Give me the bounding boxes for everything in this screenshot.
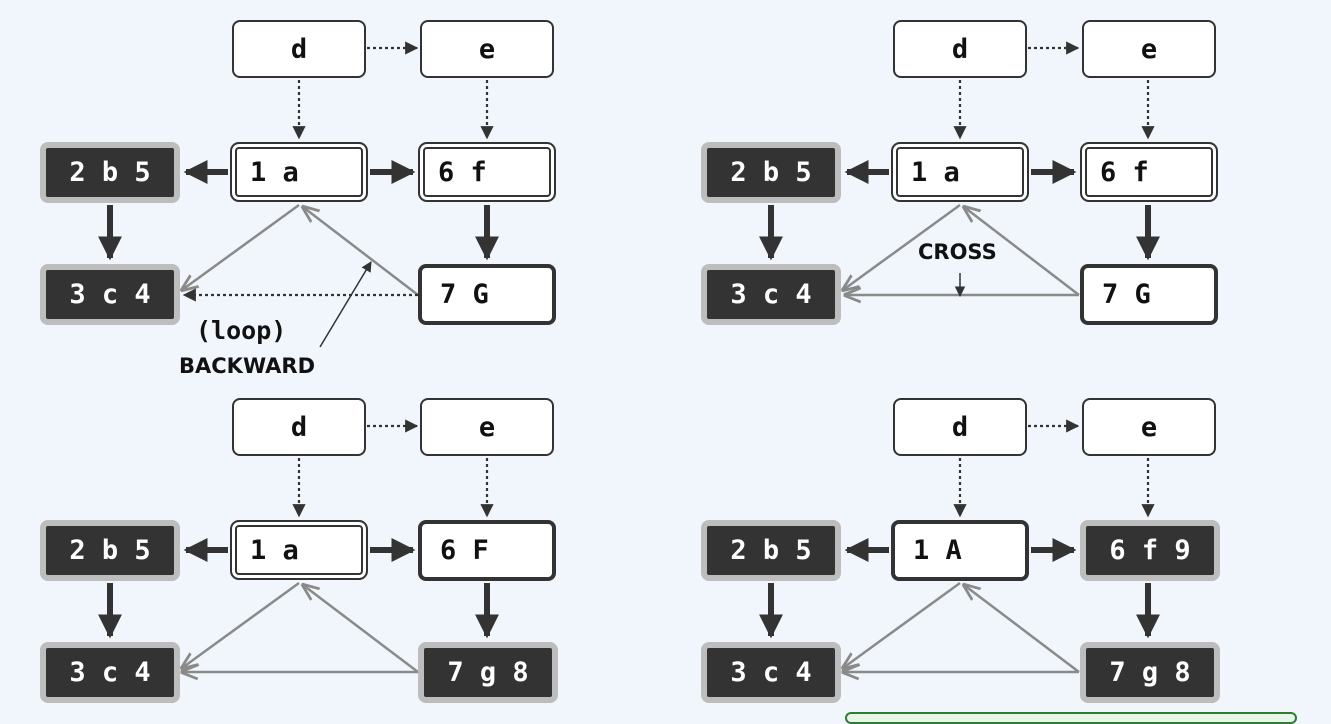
node-d: d [893, 398, 1027, 456]
node-7: 7 g 8 [1080, 642, 1220, 703]
node-label: 6 F [440, 535, 489, 566]
node-2: 2 b 5 [40, 520, 180, 581]
node-d: d [232, 20, 366, 78]
node-label: 3 c 4 [730, 279, 812, 310]
edge-1-3-forward [182, 203, 300, 290]
edge-7-1-backward [964, 585, 1080, 673]
node-1: 1 a [891, 142, 1029, 202]
node-label: 2 b 5 [69, 535, 151, 566]
node-label: e [478, 33, 496, 65]
node-3: 3 c 4 [40, 264, 180, 325]
node-label: e [478, 411, 496, 443]
node-1: 1 A [891, 520, 1029, 581]
node-2: 2 b 5 [701, 520, 841, 581]
node-6: 6 f [418, 142, 556, 202]
node-6: 6 F [418, 520, 556, 581]
node-label: e [1140, 411, 1158, 443]
backward-edge-label: BACKWARD [179, 354, 316, 378]
node-label: 7 G [1102, 279, 1151, 310]
partial-green-box [845, 712, 1297, 724]
edge-7-1-backward [303, 207, 419, 296]
node-label: 7 G [440, 279, 489, 310]
node-d: d [232, 398, 366, 456]
node-label: 2 b 5 [730, 535, 812, 566]
backward-pointer [319, 261, 372, 348]
node-label: 6 f [438, 156, 487, 188]
node-7: 7 g 8 [418, 642, 558, 703]
node-label: 1 A [913, 535, 962, 566]
node-e: e [1082, 20, 1216, 78]
node-label: e [1140, 33, 1158, 65]
node-2: 2 b 5 [40, 142, 180, 203]
edge-1-3-forward [182, 581, 300, 668]
node-label: 7 g 8 [1109, 657, 1191, 688]
edge-7-1-backward [964, 207, 1080, 296]
node-label: d [290, 411, 308, 443]
node-e: e [420, 20, 554, 78]
node-7: 7 G [1080, 264, 1218, 325]
edge-1-3-forward [843, 581, 961, 668]
node-label: 3 c 4 [69, 279, 151, 310]
node-label: 1 a [250, 156, 299, 188]
cross-edge-label: CROSS [918, 240, 997, 264]
node-label: 6 f 9 [1109, 535, 1191, 566]
node-e: e [1082, 398, 1216, 456]
node-7: 7 G [418, 264, 556, 325]
node-label: d [951, 33, 969, 65]
node-6: 6 f 9 [1080, 520, 1220, 581]
node-6: 6 f [1080, 142, 1218, 202]
node-label: d [290, 33, 308, 65]
node-label: d [951, 411, 969, 443]
node-3: 3 c 4 [40, 642, 180, 703]
node-label: 6 f [1100, 156, 1149, 188]
node-3: 3 c 4 [701, 264, 841, 325]
node-label: 3 c 4 [69, 657, 151, 688]
node-1: 1 a [230, 520, 368, 580]
node-label: 7 g 8 [447, 657, 529, 688]
edge-1-3-forward [843, 203, 961, 290]
node-2: 2 b 5 [701, 142, 841, 203]
node-3: 3 c 4 [701, 642, 841, 703]
edge-7-1-backward [303, 585, 419, 673]
node-e: e [420, 398, 554, 456]
node-label: 2 b 5 [69, 157, 151, 188]
node-d: d [893, 20, 1027, 78]
node-label: 1 a [911, 156, 960, 188]
node-label: 3 c 4 [730, 657, 812, 688]
node-label: 2 b 5 [730, 157, 812, 188]
node-1: 1 a [230, 142, 368, 202]
loop-annotation: (loop) [196, 316, 287, 345]
node-label: 1 a [250, 534, 299, 566]
